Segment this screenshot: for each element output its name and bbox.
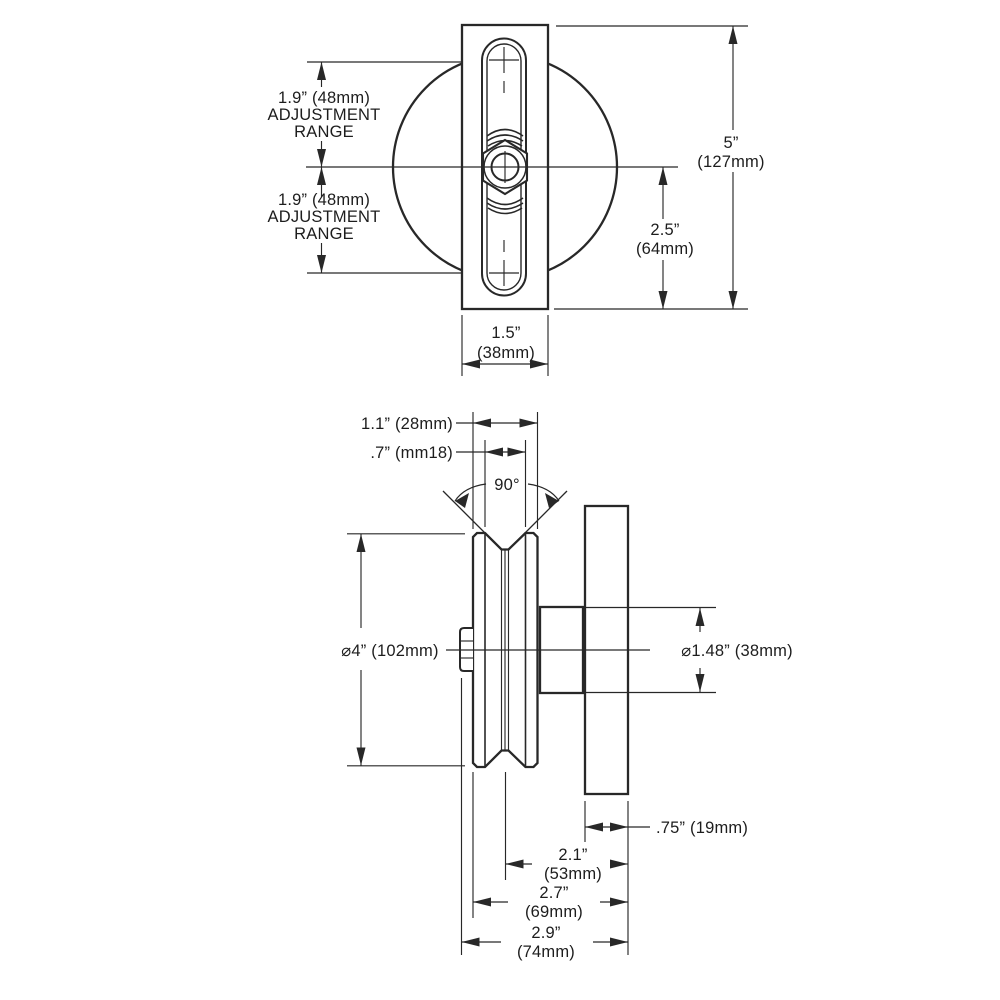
slot-center-mark-top	[489, 47, 519, 93]
dim-label: .75” (19mm)	[656, 819, 748, 837]
dim-label: (69mm)	[525, 903, 583, 921]
angle-arc-right	[527, 483, 560, 502]
dim-adjustment-range-upper: 1.9” (48mm) ADJUSTMENT RANGE	[268, 61, 461, 167]
dim-overall-width: 2.9” (74mm)	[460, 678, 628, 961]
dim-bracket-width: 1.5” (38mm)	[461, 315, 549, 376]
arrowhead	[610, 859, 628, 869]
arrowhead	[519, 418, 538, 428]
arrowhead	[658, 167, 668, 185]
arrowhead	[585, 822, 603, 832]
dim-overall-height: 5” (127mm)	[554, 25, 765, 310]
dim-label: (38mm)	[477, 344, 535, 362]
dim-label: 1.9” (48mm)	[278, 191, 370, 209]
arrowhead	[728, 26, 738, 44]
dim-adjustment-range-lower: 1.9” (48mm) ADJUSTMENT RANGE	[268, 167, 461, 274]
dim-label: 1.9” (48mm)	[278, 89, 370, 107]
dim-label: RANGE	[294, 225, 354, 243]
arrowhead	[545, 493, 559, 508]
dim-face-to-plate: 2.7” (69mm)	[472, 772, 628, 921]
arrowhead	[317, 62, 326, 80]
dim-groove-opening: .7” (mm18)	[370, 440, 527, 527]
dim-label: ADJUSTMENT	[268, 208, 381, 226]
dim-plate-thickness: .75” (19mm)	[584, 801, 748, 955]
angle-arc-left	[454, 483, 487, 502]
dim-groove-to-plate: 2.1” (53mm)	[504, 772, 628, 883]
dim-wheel-diameter: ⌀4” (102mm)	[341, 533, 465, 767]
washer-arcs-lower	[486, 197, 524, 215]
dim-center-to-bottom: 2.5” (64mm)	[636, 167, 694, 309]
arrowhead	[485, 447, 503, 457]
dim-label: (53mm)	[544, 865, 602, 883]
arrowhead	[356, 747, 366, 766]
arrowhead	[507, 447, 526, 457]
arrowhead	[462, 359, 480, 369]
dim-label: 1.1” (28mm)	[361, 415, 453, 433]
arrowhead	[317, 149, 326, 167]
dim-label: ⌀1.48” (38mm)	[681, 642, 793, 660]
dim-flange-outer-width: 1.1” (28mm)	[361, 412, 539, 529]
arrowhead	[610, 937, 628, 947]
arrowhead	[610, 822, 628, 832]
dim-label: (127mm)	[697, 153, 764, 171]
dim-groove-angle: 90°	[442, 476, 568, 541]
arrowhead	[356, 534, 366, 552]
arrowhead	[473, 418, 491, 428]
arrowhead	[461, 937, 480, 947]
arrowhead	[317, 255, 326, 273]
arrowhead	[317, 167, 326, 185]
dim-label: 1.5”	[491, 324, 520, 342]
arrowhead	[695, 608, 705, 626]
arrowhead	[530, 359, 548, 369]
dim-label: .7” (mm18)	[370, 444, 453, 462]
dim-label: ADJUSTMENT	[268, 106, 381, 124]
arrowhead	[658, 291, 668, 309]
arrowhead	[505, 859, 524, 869]
dim-hub-diameter: ⌀1.48” (38mm)	[583, 606, 793, 694]
dim-label: ⌀4” (102mm)	[341, 642, 438, 660]
slot-center-mark-bottom	[489, 240, 519, 286]
angle-extension-left	[442, 490, 493, 541]
arrowhead	[455, 493, 469, 508]
dim-label: 2.7”	[539, 884, 568, 902]
front-view: 1.9” (48mm) ADJUSTMENT RANGE 1.9” (48mm)…	[268, 23, 765, 376]
dim-label: 2.5”	[650, 221, 679, 239]
dim-label: (64mm)	[636, 240, 694, 258]
dim-label: 90°	[494, 476, 520, 494]
side-view: 1.1” (28mm) .7” (mm18) 90°	[341, 412, 793, 961]
arrowhead	[728, 291, 738, 309]
angle-extension-right	[517, 490, 568, 541]
arrowhead	[473, 897, 491, 907]
dim-label: 2.9”	[531, 924, 560, 942]
dim-label: (74mm)	[517, 943, 575, 961]
arrowhead	[610, 897, 628, 907]
dim-label: RANGE	[294, 123, 354, 141]
dim-label: 5”	[723, 134, 738, 152]
arrowhead	[695, 674, 705, 692]
dim-label: 2.1”	[558, 846, 587, 864]
